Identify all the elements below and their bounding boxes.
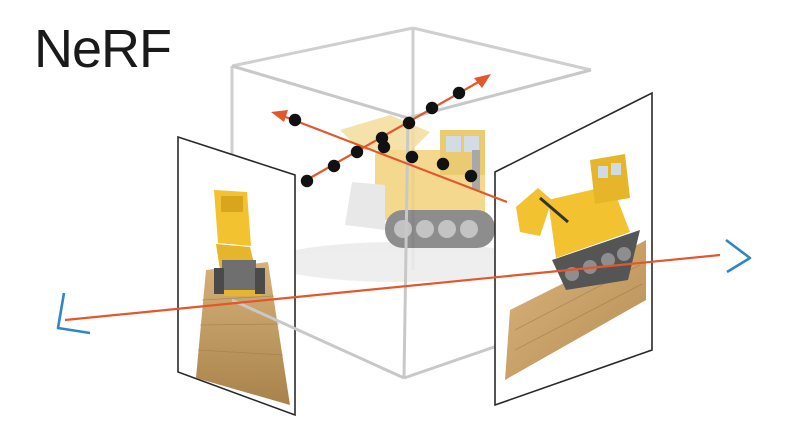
left-camera-ray (64, 253, 721, 322)
left-image-plane (177, 135, 296, 417)
volume-cube-front (231, 64, 592, 380)
descending-ray (282, 114, 508, 204)
sample-point (464, 169, 478, 183)
sample-point (288, 113, 302, 127)
sample-point (377, 140, 391, 154)
sample-point (405, 150, 419, 164)
descending-ray-arrowhead (271, 110, 288, 122)
sample-point (452, 86, 466, 100)
scene-bulldozer (270, 115, 530, 282)
rising-ray-arrowhead (474, 74, 491, 88)
sample-point (300, 174, 314, 188)
sample-points (288, 86, 478, 188)
camera-left-icon (56, 292, 91, 335)
sample-point (402, 116, 416, 130)
diagram-title: NeRF (34, 19, 172, 79)
sample-point (425, 101, 439, 115)
sample-point (327, 159, 341, 173)
right-image-plane (494, 91, 653, 407)
sample-point (350, 145, 364, 159)
sample-point (436, 157, 450, 171)
camera-right-icon (725, 238, 752, 274)
